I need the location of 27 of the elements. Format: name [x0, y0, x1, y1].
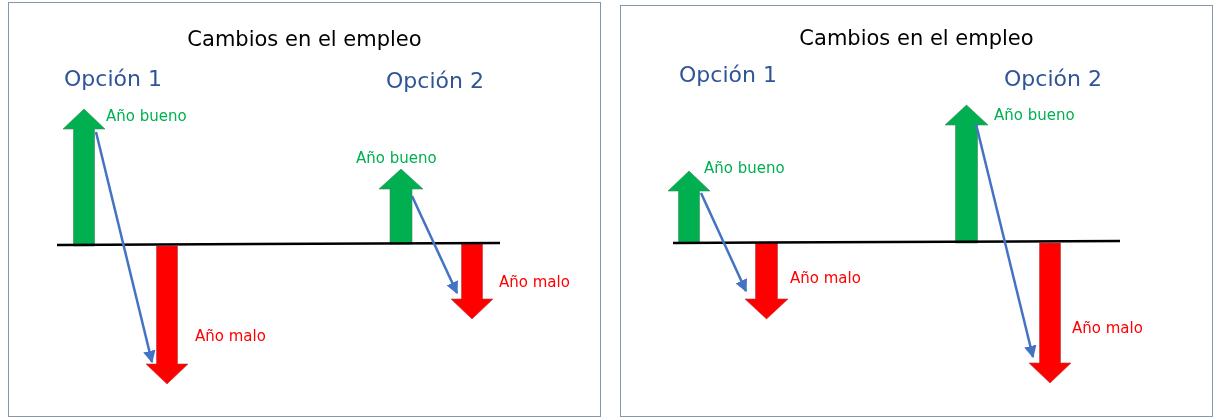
- arrow-caption: Año bueno: [704, 159, 785, 177]
- panel-frame: [620, 5, 1213, 417]
- arrow-caption: Año malo: [195, 327, 266, 345]
- option-label: Opción 1: [679, 62, 777, 87]
- down-block-arrow: [451, 244, 493, 319]
- arrow-caption: Año malo: [790, 269, 861, 287]
- option-label: Opción 2: [1004, 66, 1102, 91]
- arrow-caption: Año malo: [499, 273, 570, 291]
- up-block-arrow: [945, 105, 988, 243]
- arrow: [974, 123, 1037, 359]
- down-block-arrow: [146, 246, 188, 384]
- panel-frame: [8, 2, 601, 417]
- arrow: [410, 195, 459, 295]
- arrow: [699, 192, 748, 293]
- option-label: Opción 2: [386, 68, 484, 93]
- panel-title: Cambios en el empleo: [186, 27, 423, 51]
- arrow-caption: Año bueno: [106, 107, 187, 125]
- arrow-caption: Año bueno: [356, 149, 437, 167]
- up-block-arrow: [379, 169, 423, 244]
- arrow-caption: Año bueno: [994, 106, 1075, 124]
- down-block-arrow: [745, 243, 788, 319]
- arrow-caption: Año malo: [1072, 319, 1143, 337]
- up-block-arrow: [63, 109, 105, 246]
- arrow: [94, 131, 156, 364]
- panel-title: Cambios en el empleo: [798, 26, 1035, 50]
- down-block-arrow: [1029, 243, 1071, 383]
- up-block-arrow: [668, 171, 710, 243]
